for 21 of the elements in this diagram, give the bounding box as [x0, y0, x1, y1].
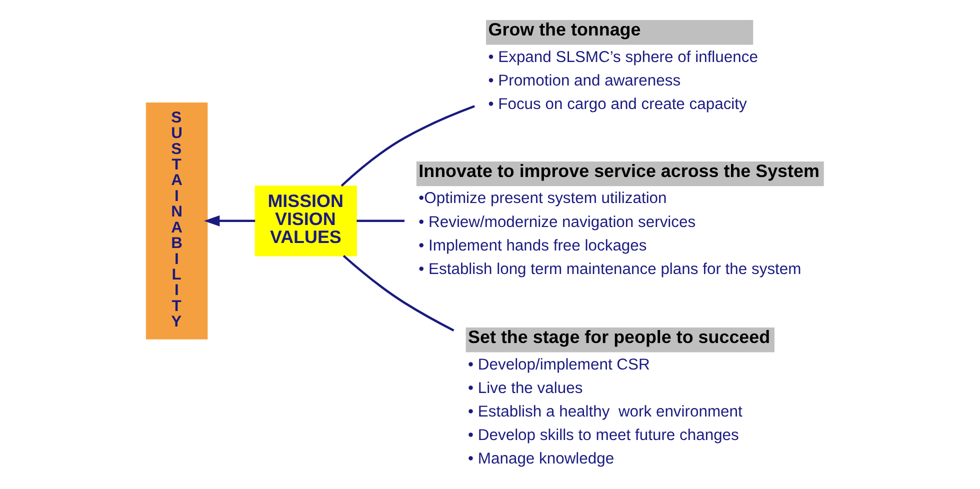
- node-label: • Develop skills to meet future changes: [468, 427, 738, 444]
- node-label: • Focus on cargo and create capacity: [488, 96, 746, 113]
- node-label: •Optimize present system utilization: [418, 190, 666, 208]
- node-label: • Promotion and awareness: [488, 72, 680, 90]
- node-label: • Manage knowledge: [468, 450, 614, 468]
- node-label: • Establish a healthy work environment: [468, 403, 742, 420]
- node-label: • Live the values: [468, 380, 582, 397]
- node-label: • Implement hands free lockages: [418, 237, 646, 254]
- connector: [342, 255, 454, 332]
- node-label: • Expand SLSMC’s sphere of influence: [488, 48, 758, 66]
- node-label: • Review/modernize navigation services: [418, 214, 696, 231]
- arrow: [203, 215, 255, 226]
- node-box: SUSTAINABILITY: [145, 102, 208, 340]
- connector: [356, 220, 404, 222]
- node-box: Grow the tonnage: [486, 20, 753, 45]
- node-box: Innovate to improve service across the System: [416, 161, 824, 186]
- node-box: Set the stage for people to succeed: [465, 328, 774, 352]
- node-label: • Develop/implement CSR: [468, 356, 650, 374]
- node-label: • Establish long term maintenance plans for the system: [418, 260, 801, 278]
- connector: [340, 105, 474, 187]
- node-box: MISSION VISION VALUES: [254, 186, 356, 256]
